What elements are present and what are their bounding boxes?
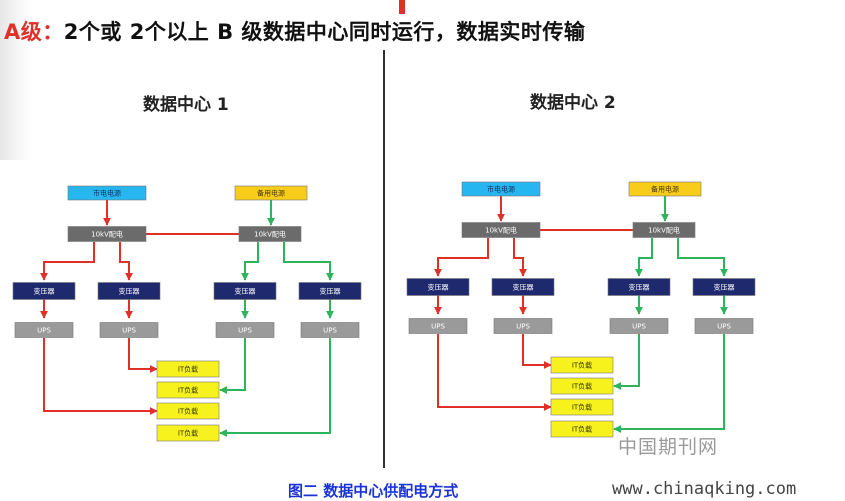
- dc2-it-load-4: IT负载: [550, 420, 614, 438]
- dc1-ups-3: UPS: [215, 322, 275, 338]
- dc1-transformer-1-label: 变压器: [34, 287, 55, 296]
- dc1-ups-2: UPS: [99, 322, 159, 338]
- dc1-line-ups2-to-it1: [128, 338, 158, 373]
- dc1-line-dist-to-xfmr-4: [283, 242, 334, 281]
- datacenter-2-title: 数据中心 2: [530, 93, 616, 113]
- dc1-line-dist-to-xfmr-3: [241, 242, 259, 281]
- dc1-it-load-1: IT负载: [156, 360, 220, 378]
- dc2-transformer-2-label: 变压器: [513, 283, 534, 292]
- dc2-it-load-2-label: IT负载: [572, 382, 592, 391]
- dc2-line-dist-to-xfmr-4: [677, 238, 728, 277]
- dc1-line-ups3-to-it2: [219, 338, 246, 394]
- dc1-line-dist-to-xfmr-1: [40, 242, 95, 281]
- dc1-transformer-1: 变压器: [12, 282, 76, 300]
- dc2-ups-2-label: UPS: [516, 323, 530, 331]
- dc2-utility-power: 市电电源: [461, 181, 541, 197]
- dc2-utility-power-label: 市电电源: [487, 185, 515, 194]
- dc2-backup-power-label: 备用电源: [651, 185, 679, 194]
- dc2-line-dist-to-xfmr-3: [635, 238, 653, 277]
- dc2-distribution-1: 10kV配电: [461, 222, 541, 238]
- watermark-chinese: 中国期刊网: [618, 436, 719, 458]
- dc1-transformer-2-label: 变压器: [119, 287, 140, 296]
- dc1-it-load-4-label: IT负载: [178, 429, 198, 438]
- dc2-it-load-1-label: IT负载: [572, 361, 592, 370]
- dc2-ups-2: UPS: [493, 318, 553, 334]
- dc2-distribution-1-label: 10kV配电: [485, 226, 517, 235]
- dc1-ups-4: UPS: [300, 322, 360, 338]
- dc2-it-load-3-label: IT负载: [572, 403, 592, 412]
- dc1-distribution-2-label: 10kV配电: [254, 230, 286, 239]
- center-divider: [383, 50, 385, 468]
- dc1-backup-power-label: 备用电源: [257, 189, 285, 198]
- dc2-transformer-2: 变压器: [491, 278, 555, 296]
- dc2-transformer-4: 变压器: [692, 278, 756, 296]
- dc2-transformer-1-label: 变压器: [428, 283, 449, 292]
- slide-title: A级：2个或 2个以上 B 级数据中心同时运行，数据实时传输: [4, 16, 585, 46]
- dc2-line-ups1-to-it3: [437, 334, 552, 411]
- dc1-it-load-3-label: IT负载: [178, 407, 198, 416]
- dc2-line-ups2-to-it1: [522, 334, 552, 369]
- dc1-it-load-2: IT负载: [156, 381, 220, 399]
- dc1-ups-2-label: UPS: [122, 327, 136, 335]
- dc2-transformer-3-label: 变压器: [629, 283, 650, 292]
- dc1-it-load-3: IT负载: [156, 402, 220, 420]
- dc1-it-load-2-label: IT负载: [178, 386, 198, 395]
- dc2-line-ups3-to-it2: [613, 334, 640, 390]
- dc1-line-ups4-to-it4: [219, 338, 331, 437]
- dc1-distribution-1-label: 10kV配电: [91, 230, 123, 239]
- dc1-transformer-3-label: 变压器: [235, 287, 256, 296]
- dc2-transformer-1: 变压器: [406, 278, 470, 296]
- dc2-transformer-4-label: 变压器: [714, 283, 735, 292]
- dc1-transformer-3: 变压器: [213, 282, 277, 300]
- dc2-ups-4: UPS: [694, 318, 754, 334]
- dc2-it-load-4-label: IT负载: [572, 425, 592, 434]
- figure-caption: 图二 数据中心供配电方式: [288, 482, 459, 500]
- dc2-it-load-2: IT负载: [550, 377, 614, 395]
- dc1-backup-power: 备用电源: [234, 185, 308, 201]
- dc2-it-load-3: IT负载: [550, 398, 614, 416]
- dc1-ups-4-label: UPS: [323, 327, 337, 335]
- dc2-ups-4-label: UPS: [717, 323, 731, 331]
- red-accent-mark: [399, 0, 405, 14]
- dc2-distribution-2-label: 10kV配电: [648, 226, 680, 235]
- dc2-ups-3-label: UPS: [632, 323, 646, 331]
- dc1-distribution-1: 10kV配电: [67, 226, 147, 242]
- dc2-line-ups4-to-it4: [613, 334, 725, 433]
- dc1-distribution-2: 10kV配电: [238, 226, 302, 242]
- dc2-it-load-1: IT负载: [550, 356, 614, 374]
- dc1-line-ups1-to-it3: [43, 338, 158, 415]
- dc2-backup-power: 备用电源: [628, 181, 702, 197]
- dc2-line-dist-to-xfmr-1: [434, 238, 489, 277]
- dc1-utility-power: 市电电源: [67, 185, 147, 201]
- dc1-it-load-1-label: IT负载: [178, 365, 198, 374]
- dc1-ups-1: UPS: [14, 322, 74, 338]
- slide-title-text: 2个或 2个以上 B 级数据中心同时运行，数据实时传输: [63, 20, 586, 44]
- dc2-distribution-2: 10kV配电: [632, 222, 696, 238]
- dc2-ups-1: UPS: [408, 318, 468, 334]
- dc1-ups-1-label: UPS: [37, 327, 51, 335]
- dc2-transformer-3: 变压器: [607, 278, 671, 296]
- datacenter-1-title: 数据中心 1: [143, 95, 229, 115]
- dc2-ups-3: UPS: [609, 318, 669, 334]
- dc2-ups-1-label: UPS: [431, 323, 445, 331]
- dc1-transformer-4: 变压器: [298, 282, 362, 300]
- dc1-line-dist-to-xfmr-2: [119, 242, 133, 281]
- dc1-transformer-4-label: 变压器: [320, 287, 341, 296]
- dc1-utility-power-label: 市电电源: [93, 189, 121, 198]
- dc2-line-dist-to-xfmr-2: [513, 238, 527, 277]
- dc1-transformer-2: 变压器: [97, 282, 161, 300]
- dc1-ups-3-label: UPS: [238, 327, 252, 335]
- watermark-url: www.chinaqking.com: [612, 479, 797, 499]
- slide-title-prefix: A级：: [4, 20, 64, 44]
- slide-edge-shading: [0, 0, 32, 160]
- dc1-it-load-4: IT负载: [156, 424, 220, 442]
